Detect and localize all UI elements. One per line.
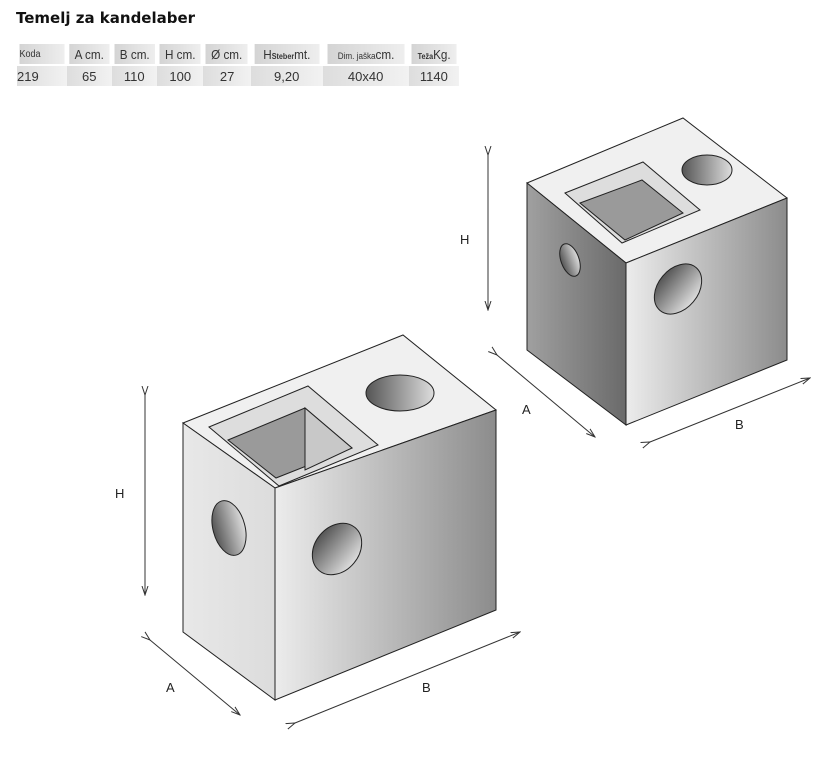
- header-diameter: Ø cm.: [205, 44, 249, 65]
- label-b-small: B: [735, 417, 744, 432]
- header-b: B cm.: [113, 44, 155, 65]
- header-kg: Kg.: [432, 46, 451, 62]
- header-teza-label: Teža: [417, 51, 433, 61]
- cell-b: 110: [111, 64, 157, 86]
- header-h-letter: H: [263, 46, 272, 62]
- label-h-large: H: [115, 486, 124, 501]
- cell-h: 100: [156, 64, 204, 86]
- cell-h-steber: 9,20: [250, 64, 323, 86]
- label-h-small: H: [460, 232, 469, 247]
- label-b-large: B: [422, 680, 431, 695]
- header-steber: Steber: [271, 51, 295, 61]
- cell-a: 65: [67, 64, 112, 86]
- cell-koda: 219: [17, 64, 67, 86]
- header-mt: mt.: [294, 46, 311, 62]
- header-h: H cm.: [159, 44, 202, 65]
- label-a-large: A: [166, 680, 175, 695]
- header-teza: TežaKg.: [411, 44, 457, 65]
- page-title: Temelj za kandelaber: [16, 9, 196, 27]
- cell-dim-jaska: 40x40: [322, 64, 409, 86]
- header-koda: Koda: [19, 44, 65, 65]
- header-cm: cm.: [375, 46, 394, 62]
- large-foundation-block: [181, 334, 498, 701]
- header-h-steber: HStebermt.: [254, 44, 319, 65]
- small-foundation-block: [526, 117, 788, 427]
- label-a-small: A: [522, 402, 531, 417]
- header-dim: Dim. jaška: [337, 50, 376, 61]
- table-row: 219 65 110 100 27 9,20 40x40 1140: [17, 64, 459, 86]
- header-dim-jaska: Dim. jaškacm.: [326, 44, 405, 65]
- header-a: A cm.: [69, 44, 110, 65]
- cell-diameter: 27: [203, 64, 251, 86]
- spec-table: Koda A cm. B cm. H cm. Ø cm. HStebermt. …: [17, 44, 459, 86]
- cell-teza: 1140: [408, 64, 459, 86]
- table-header-row: Koda A cm. B cm. H cm. Ø cm. HStebermt. …: [17, 44, 459, 65]
- dimension-lines: [145, 155, 810, 723]
